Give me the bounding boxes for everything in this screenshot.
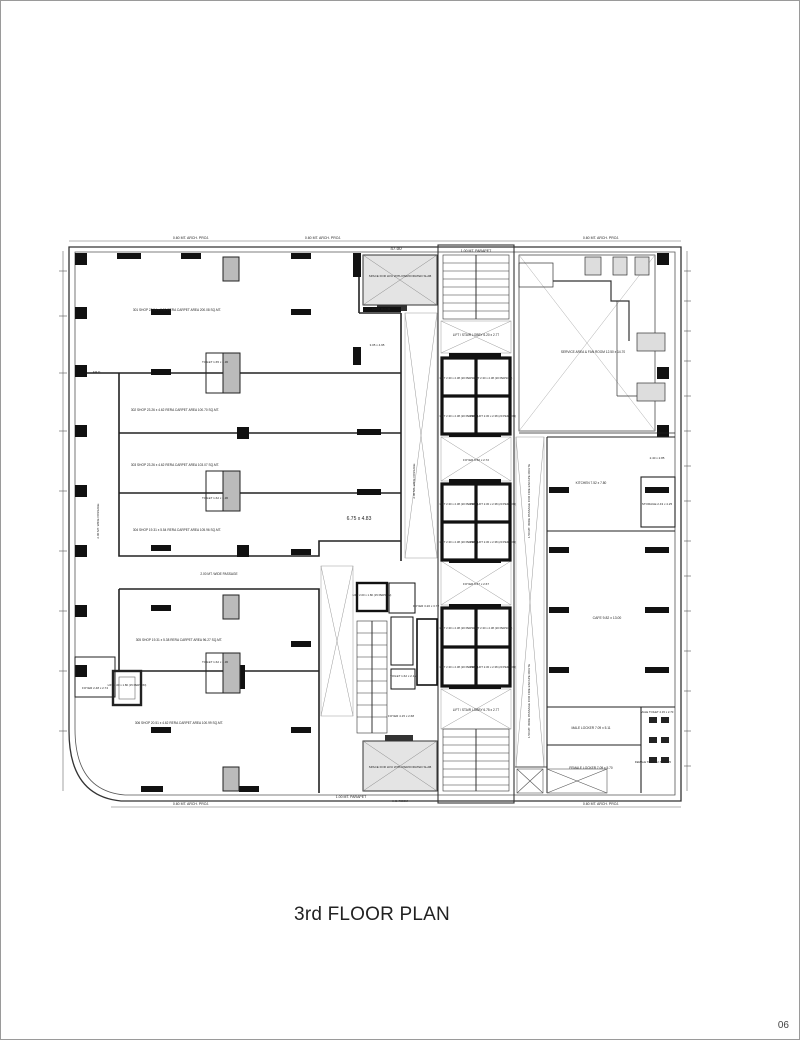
lift-group-3 [440,606,512,688]
lift-core-outline [437,244,515,804]
label-kitchen: KITCHEN 7.52 x 7.80 [576,481,607,485]
label-dim-top-right: 0.60 MT. ARCH. PROJ. [583,236,619,240]
label-cafe: CAFE 9.82 x 13.00 [593,616,622,620]
hvu-top [362,254,438,311]
label-service-area: SERVICE AREA & FAN ROOM 12.50 x 14.70 [561,350,625,354]
label-male-toilet: MALE TOILET 2.15 x 2.70 [641,710,674,714]
label-toilet-shop-305: TOILET 1.62 x 1.36 [202,660,228,664]
label-lift-3a: LIFT 2.30 x 2.38 (20 PERSON) [440,626,479,630]
label-lift-2a: LIFT 2.30 x 2.38 (20 PERSON) [440,502,479,506]
left-dimension-ticks [59,270,67,732]
label-shop-303: 303 SHOP 23.26 x 4.62 RERA CARPET AREA 1… [131,463,219,467]
door-marks [363,307,501,689]
label-shop-room: SHOP ROOM [372,307,391,311]
label-dim-bottom-right: 0.60 MT. ARCH. PROJ. [583,802,619,806]
lift-group-2 [440,482,512,562]
label-dim-top-lift: 1.00 MT. PARAPET [461,249,492,253]
label-storage: STORAGE 2.43 x 4.25 [642,502,673,506]
toilet-fixtures-right [649,717,669,763]
label-fire-lift-3: FIRE LIFT 2.30 x 2.38 (20 PERSON) [470,665,516,669]
label-lift-1a: LIFT 2.30 x 2.38 (20 PERSON) [440,376,479,380]
label-lift-1b: LIFT 2.30 x 2.38 (20 PERSON) [474,376,513,380]
shop-toilet-blocks [205,256,241,792]
label-dim-top-left: 0.60 MT. ARCH. PROJ. [173,236,209,240]
plan-title: 3rd FLOOR PLAN [294,904,450,925]
label-fire-lift-2: FIRE LIFT 2.30 x 2.38 (20 PERSON) [470,502,516,506]
label-small-lift: LIFT 2.00 x 1.80 (15 PERSON) [353,593,392,597]
label-lift-3b: LIFT 2.30 x 2.38 (20 PERSON) [474,626,513,630]
label-foyer-d: FOYER 4.15 x 2.68 [388,714,414,718]
lift-group-1 [440,356,512,436]
label-male-locker: MALE LOCKER 7.09 x 5.11 [571,726,610,730]
outer-boundary [68,246,682,802]
label-toilet-c: TOILET 1.62 x 2.16 [390,674,416,678]
structural-columns [75,253,669,792]
bottom-right-pattern [516,768,608,794]
page-number: 06 [777,1020,789,1031]
label-shop-301: 301 SHOP 22.54 x 9.50 RERA CARPET AREA 2… [133,308,221,312]
label-fire-1: F.R.D. [93,370,102,374]
label-hvu-bottom: SPACE FOR HVU WITH PERFORATED SLAB [369,765,431,769]
label-lift-2b: LIFT 2.30 x 2.38 (20 PERSON) [440,540,479,544]
label-passage-vertical: 2.00 MT. WIDE PASSAGE [412,463,416,498]
shop-walls [75,253,402,793]
label-dim-bottom-mid: 1.00 MT. PARAPET [336,795,367,799]
label-shop-302: 302 SHOP 23.26 x 4.62 RERA CARPET AREA 1… [131,408,219,412]
service-area [518,254,666,432]
label-fire-lift-1: FIRE LIFT 2.30 x 2.38 (20 PERSON) [470,414,516,418]
label-lobby-bottom: LIFT / STAIR LOBBY 6.75 x 2.77 [453,708,500,712]
label-overall-width: 47.00 [390,246,402,251]
label-passage-mid: 2.00 MT. WIDE PASSAGE [200,572,237,576]
label-shop-305: 305 SHOP 19.31 x 5.38 RERA CARPET AREA 9… [136,638,223,642]
label-fire-escape-top: 1.50 MT. WIDE PASSAGE FOR FIRE ESCAPE RO… [527,464,531,538]
small-lift-core [355,581,438,690]
right-dimension-ticks [684,270,691,767]
label-dim-shop-304: 6.75 x 4.83 [347,516,372,522]
room-labels: 0.60 MT. ARCH. PROJ. 0.60 MT. ARCH. PROJ… [82,236,674,806]
right-rooms [515,432,676,793]
label-female-toilet: FEMALE TOILET 2.78 x 2.70 [635,760,672,764]
label-toilet-b: TOILET 1.62 x 1.36 [202,496,228,500]
label-dim-bottom-left: 0.60 MT. ARCH. PROJ. [173,802,209,806]
staircase-bottom [442,728,510,792]
label-foyer-c: FOYER 3.20 x 3.72 [413,604,439,608]
label-fire-escape-bottom: 1.50 MT. WIDE PASSAGE FOR FIRE ESCAPE RO… [527,664,531,738]
label-female-locker: FEMALE LOCKER 7.09 x 5.70 [569,766,613,770]
label-lift-3c: LIFT 2.30 x 2.38 (20 PERSON) [440,665,479,669]
label-lobby-top: LIFT / STAIR LOBBY 6.20 x 2.77 [453,333,500,337]
label-foyer-left: FOYER 2.48 x 2.74 [82,686,108,690]
label-fire-lift-2b: FIRE LIFT 2.30 x 2.38 (20 PERSON) [470,540,516,544]
label-dim-shop-301: 3.05 x 4.95 [370,343,385,347]
label-foyer-b: FOYER 6.67 x 2.67 [463,582,489,586]
label-dim-kitchen: 2.40 x 2.85 [650,456,665,460]
label-passage-left: 2.00 MT. WIDE PASSAGE [96,503,100,538]
hvu-bottom [362,735,438,792]
staircase-top [442,254,510,320]
label-shop-306: 306 SHOP 20.51 x 4.62 RERA CARPET AREA 1… [135,721,223,725]
label-foyer-a: FOYER 6.50 x 2.72 [463,458,489,462]
staircase-mid [356,620,388,734]
label-lift-left: LIFT 2.00 x 1.80 (15 PERSON) [108,683,147,687]
label-ac-room: A.C. ROOM [392,799,409,803]
inner-boundary [74,251,676,796]
label-hvu-top: SPACE FOR HVU WITH PERFORATED SLAB [369,274,431,278]
label-lift-1c: LIFT 2.30 x 2.38 (20 PERSON) [440,414,479,418]
label-shop-304: 304 SHOP 19.31 x 5.54 RERA CARPET AREA 1… [133,528,221,532]
label-toilet-a: TOILET 1.65 x 1.36 [202,360,228,364]
label-dim-top-mid: 0.60 MT. ARCH. PROJ. [305,236,341,240]
left-foyer-lift [74,656,143,707]
